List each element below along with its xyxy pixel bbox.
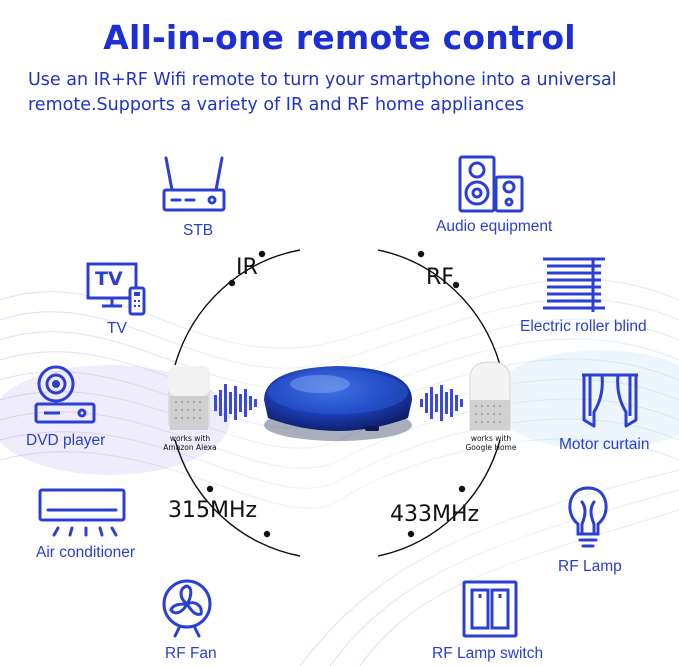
dot xyxy=(228,279,236,287)
page-subtitle: Use an IR+RF Wifi remote to turn your sm… xyxy=(28,70,617,115)
freq-433-label: 433MHz xyxy=(390,502,480,527)
stb-label: STB xyxy=(183,222,214,239)
dot xyxy=(407,530,415,538)
air-conditioner-icon xyxy=(38,488,126,537)
tv-screen-text: TV xyxy=(95,268,123,290)
dot xyxy=(458,485,466,493)
dot xyxy=(258,250,266,258)
dot xyxy=(206,485,214,493)
fan-label: RF Fan xyxy=(165,645,217,662)
dvd-label: DVD player xyxy=(26,432,106,449)
blind-label: Electric roller blind xyxy=(520,318,647,335)
ir-label: IR xyxy=(236,255,258,280)
lamp-label: RF Lamp xyxy=(558,558,622,575)
tv-label: TV xyxy=(107,320,127,337)
freq-315-label: 315MHz xyxy=(168,498,258,523)
ac-label: Air conditioner xyxy=(36,544,136,561)
switch-label: RF Lamp switch xyxy=(432,645,544,662)
remote-hub xyxy=(264,366,412,441)
fan-icon xyxy=(162,579,212,638)
wall-switch-icon xyxy=(462,580,518,638)
dot xyxy=(417,250,425,258)
curtain-label: Motor curtain xyxy=(559,436,650,453)
set-top-box-icon xyxy=(162,156,226,212)
alexa-speaker xyxy=(168,366,210,430)
dot xyxy=(263,530,271,538)
dot xyxy=(452,281,460,289)
page-title: All-in-one remote control xyxy=(103,18,576,57)
roller-blind-icon xyxy=(543,257,605,312)
google-speaker xyxy=(469,361,511,431)
audio-label: Audio equipment xyxy=(436,218,553,235)
curtain-icon xyxy=(582,373,638,428)
tv-icon xyxy=(86,262,146,316)
alexa-caption: works with Amazon Alexa xyxy=(163,434,217,452)
dvd-icon xyxy=(34,365,96,424)
rf-label: RF xyxy=(426,265,454,290)
speaker-icon xyxy=(458,155,524,213)
google-caption: works with Google Home xyxy=(465,434,517,452)
light-bulb-icon xyxy=(568,486,608,548)
